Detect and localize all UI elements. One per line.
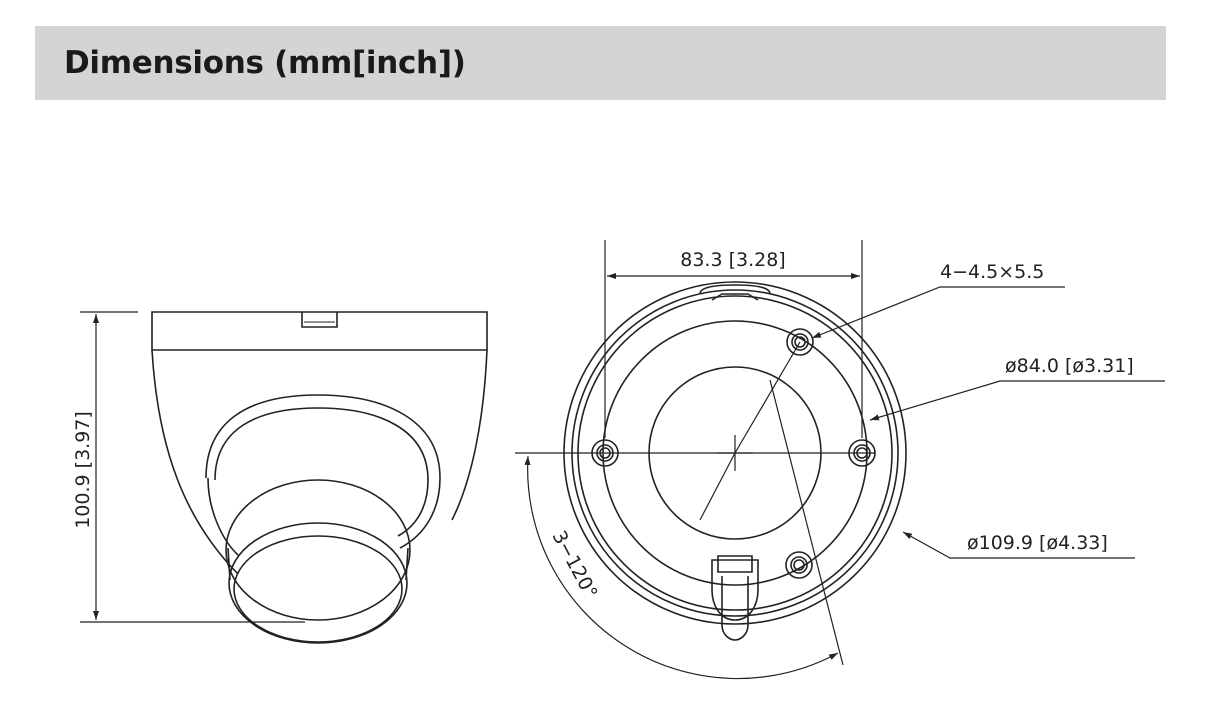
angle-arc — [524, 455, 839, 680]
hole-spacing-label: 83.3 [3.28] — [680, 249, 785, 271]
bottom-view — [563, 281, 907, 641]
outer-diameter-label: ø109.9 [ø4.33] — [967, 532, 1108, 554]
section-title: Dimensions (mm[inch]) — [64, 45, 466, 81]
inner-diameter-label: ø84.0 [ø3.31] — [1005, 355, 1134, 377]
side-view — [80, 311, 488, 644]
section-header: Dimensions (mm[inch]) — [35, 26, 1166, 100]
height-label: 100.9 [3.97] — [72, 411, 94, 529]
screw-hole-bottom — [785, 551, 813, 579]
holes-label: 4−4.5×5.5 — [940, 261, 1044, 283]
screw-hole-top — [786, 328, 814, 356]
angle-label: 3−120° — [548, 527, 602, 602]
bottom-view-dimensions — [515, 240, 1165, 680]
